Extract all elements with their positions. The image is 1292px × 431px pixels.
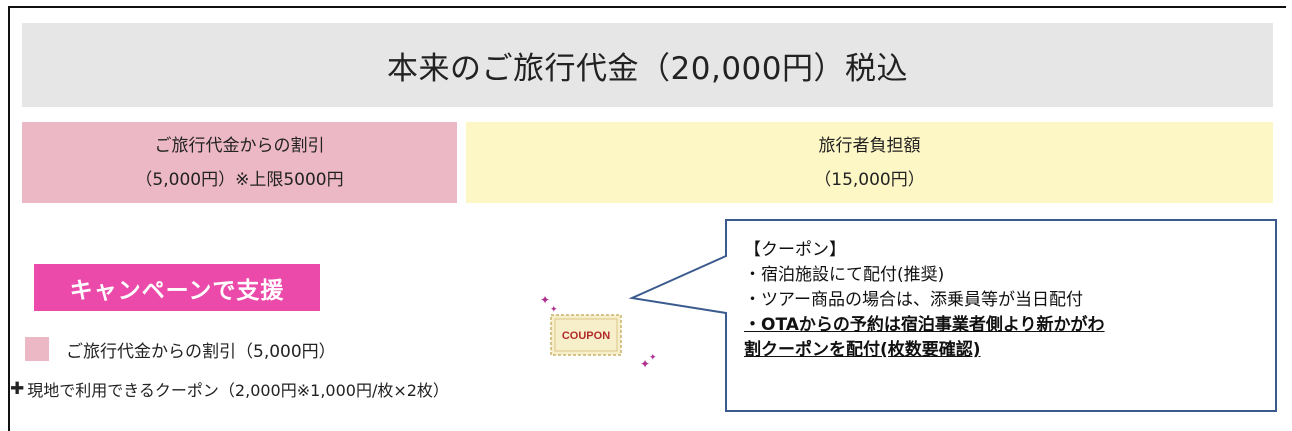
callout-item-3-line-1: ・OTAからの予約は宿泊事業者側より新かがわ: [744, 315, 1105, 335]
callout-item-3-line-2: 割クーポンを配付(枚数要確認): [744, 340, 981, 360]
title-text: 本来のご旅行代金（20,000円）税込: [387, 50, 908, 87]
plus-icon: ✚: [10, 379, 25, 399]
discount-box: ご旅行代金からの割引 （5,000円）※上限5000円: [22, 122, 457, 203]
legend-discount: ご旅行代金からの割引（5,000円）: [25, 334, 336, 364]
page-title: 本来のご旅行代金（20,000円）税込: [22, 23, 1273, 107]
legend-swatch: [25, 337, 49, 361]
callout-heading: 【クーポン】: [744, 240, 846, 260]
coupon-ticket-icon: COUPON: [548, 314, 646, 360]
callout-item-1: ・宿泊施設にて配付(推奨): [744, 265, 945, 285]
sparkle-icon: ✦: [540, 293, 551, 307]
coupon-ticket-label: COUPON: [562, 330, 610, 342]
sparkle-icon: ✦: [649, 353, 657, 363]
sparkle-icon: ✦: [550, 305, 558, 315]
legend-coupon-label: 現地で利用できるクーポン（2,000円※1,000円/枚×2枚）: [27, 381, 449, 400]
traveler-burden-box: 旅行者負担額 （15,000円）: [466, 122, 1273, 203]
discount-line-2: （5,000円）※上限5000円: [135, 169, 344, 190]
coupon-callout: 【クーポン】 ・宿泊施設にて配付(推奨) ・ツアー商品の場合は、添乗員等が当日配…: [744, 238, 1264, 363]
legend-discount-label: ご旅行代金からの割引（5,000円）: [66, 341, 336, 362]
campaign-badge: キャンペーンで支援: [34, 264, 320, 311]
discount-line-1: ご旅行代金からの割引: [154, 135, 325, 156]
outer-frame: [8, 6, 1286, 431]
legend-coupon: ✚ 現地で利用できるクーポン（2,000円※1,000円/枚×2枚）: [10, 374, 449, 404]
callout-item-2: ・ツアー商品の場合は、添乗員等が当日配付: [744, 290, 1083, 310]
campaign-badge-text: キャンペーンで支援: [69, 277, 285, 304]
burden-line-1: 旅行者負担額: [818, 135, 921, 156]
sparkle-icon: ✦: [640, 357, 651, 371]
burden-line-2: （15,000円）: [814, 169, 925, 190]
coupon-ticket-graphic: COUPON: [550, 314, 622, 356]
